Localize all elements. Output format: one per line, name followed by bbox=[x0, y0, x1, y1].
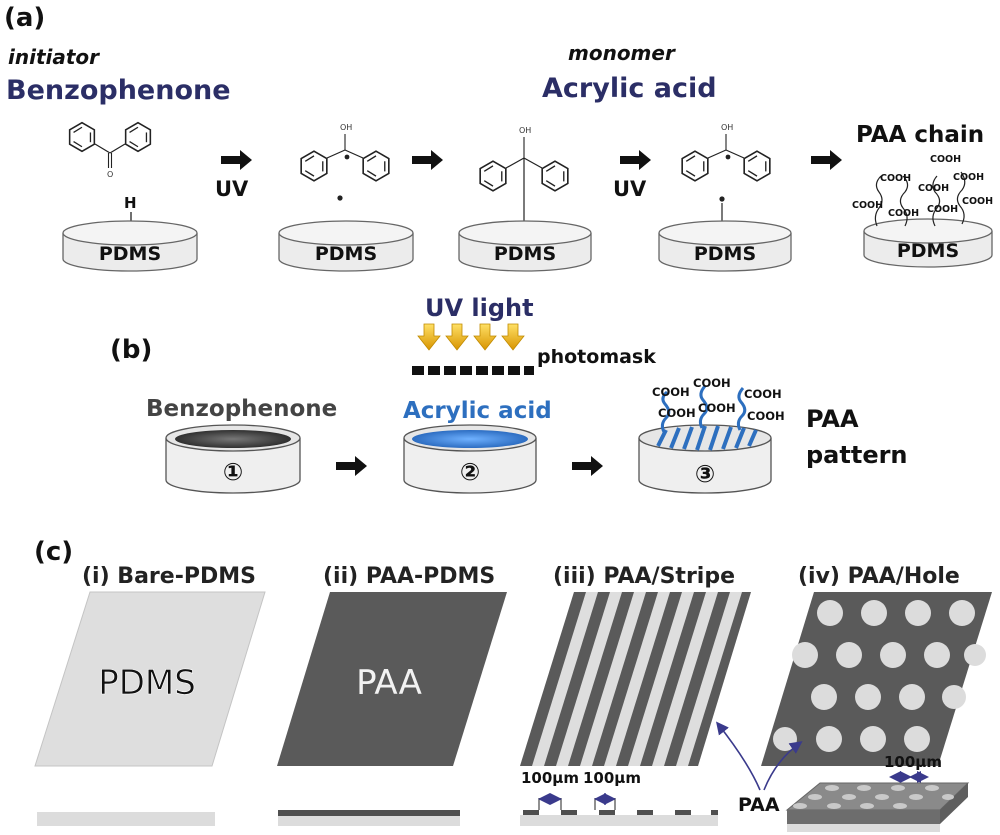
panel-c: (c) (i) Bare-PDMS (ii) PAA-PDMS (iii) PA… bbox=[34, 537, 992, 832]
reaction-arrows bbox=[221, 150, 842, 170]
pdms-label-3: PDMS bbox=[494, 243, 556, 265]
dish-2: ② bbox=[403, 424, 537, 494]
paa-chain-brushes bbox=[874, 171, 966, 227]
cooh-a-6: COOH bbox=[888, 208, 919, 219]
bare-pdms-crosssection bbox=[37, 812, 215, 826]
step-1-number: ① bbox=[223, 458, 243, 486]
arrow-b1-icon bbox=[336, 456, 367, 476]
photomask bbox=[412, 366, 534, 375]
cooh-b-6: COOH bbox=[747, 409, 785, 423]
paa-pattern-label-1: PAA bbox=[806, 405, 859, 433]
paa-hole-surface: 100μm bbox=[761, 592, 992, 832]
pdms-disc-3: PDMS bbox=[458, 220, 592, 272]
cooh-a-8: COOH bbox=[962, 196, 993, 207]
panel-c-label: (c) bbox=[34, 537, 73, 567]
uv-arrow-1-icon bbox=[417, 323, 441, 351]
grafted-molecule: OH bbox=[479, 126, 569, 236]
panel-a: (a) initiator Benzophenone monomer Acryl… bbox=[4, 3, 993, 272]
oh-label-1: OH bbox=[340, 123, 352, 132]
cooh-b-2: COOH bbox=[693, 376, 731, 390]
paa-callout-arrows bbox=[716, 721, 803, 791]
cooh-a-2: COOH bbox=[880, 173, 911, 184]
uv-arrow-2-icon bbox=[445, 323, 469, 351]
hole-crosssection-3d bbox=[785, 782, 970, 832]
dish-3: ③ bbox=[638, 385, 772, 494]
ketyl-radical-molecule: OH bbox=[300, 123, 390, 182]
pattern-brushes bbox=[660, 385, 747, 433]
cooh-b-3: COOH bbox=[744, 387, 782, 401]
cooh-a-1: COOH bbox=[930, 154, 961, 165]
uv-label-1: UV bbox=[215, 177, 249, 201]
initiator-label: initiator bbox=[8, 45, 100, 69]
arrow-2-icon bbox=[412, 150, 443, 170]
cooh-b-4: COOH bbox=[658, 406, 696, 420]
stripe-pattern bbox=[656, 425, 758, 451]
arrow-b2-icon bbox=[572, 456, 603, 476]
h-atom: H bbox=[124, 194, 137, 212]
scale-label-stripe-1: 100μm bbox=[521, 769, 579, 787]
pdms-disc-5: PDMS bbox=[863, 218, 993, 268]
regenerated-molecule: OH bbox=[681, 123, 771, 182]
acrylic-acid-label-b: Acrylic acid bbox=[403, 398, 552, 424]
pdms-label-4: PDMS bbox=[694, 243, 756, 265]
panel-b-label: (b) bbox=[110, 335, 152, 365]
title-paa-stripe: (iii) PAA/Stripe bbox=[553, 564, 735, 589]
cooh-b-1: COOH bbox=[652, 385, 690, 399]
arrow-1-icon bbox=[221, 150, 252, 170]
pdms-label-1: PDMS bbox=[99, 243, 161, 265]
scale-label-hole: 100μm bbox=[884, 753, 942, 771]
pdms-label-2: PDMS bbox=[315, 243, 377, 265]
paa-pdms-crosssection bbox=[278, 816, 460, 826]
panel-a-label: (a) bbox=[4, 3, 45, 33]
svg-text:O: O bbox=[107, 170, 113, 179]
uv-arrows bbox=[417, 323, 525, 351]
title-bare-pdms: (i) Bare-PDMS bbox=[82, 564, 256, 589]
pdms-disc-2: PDMS bbox=[278, 220, 414, 272]
hole-array bbox=[773, 600, 986, 752]
title-paa-hole: (iv) PAA/Hole bbox=[798, 564, 960, 589]
paa-stripe-surface: 100μm 100μm bbox=[520, 592, 751, 826]
cooh-a-3: COOH bbox=[918, 183, 949, 194]
uv-label-2: UV bbox=[613, 177, 647, 201]
oh-label-3: OH bbox=[721, 123, 733, 132]
cooh-b-5: COOH bbox=[698, 401, 736, 415]
arrow-3-icon bbox=[620, 150, 651, 170]
paa-pdms-crosssection-top bbox=[278, 810, 460, 816]
paa-pdms-surface: PAA bbox=[277, 592, 507, 826]
dish-1: ① bbox=[165, 424, 301, 494]
arrow-4-icon bbox=[811, 150, 842, 170]
initiator-name: Benzophenone bbox=[6, 75, 231, 106]
benzophenone-label-b: Benzophenone bbox=[146, 396, 337, 422]
monomer-label: monomer bbox=[568, 41, 676, 65]
panel-b: (b) UV light photomask Benzophenone Acry… bbox=[110, 294, 908, 494]
title-paa-pdms: (ii) PAA-PDMS bbox=[323, 564, 495, 589]
pdms-disc-1: PDMS bbox=[62, 220, 198, 272]
pdms-disc-4: PDMS bbox=[658, 220, 792, 272]
pdms-label-5: PDMS bbox=[897, 240, 959, 262]
uv-light-label: UV light bbox=[425, 294, 534, 322]
step-2-number: ② bbox=[460, 458, 480, 486]
bare-pdms-surface: PDMS bbox=[34, 591, 266, 826]
paa-surface-label: PAA bbox=[356, 663, 422, 703]
uv-arrow-4-icon bbox=[501, 323, 525, 351]
cooh-a-7: COOH bbox=[927, 204, 958, 215]
photomask-label: photomask bbox=[537, 346, 656, 368]
cooh-a-4: COOH bbox=[953, 172, 984, 183]
paa-callout-label: PAA bbox=[738, 794, 780, 816]
uv-arrow-3-icon bbox=[473, 323, 497, 351]
pdms-surface-label: PDMS bbox=[98, 663, 196, 703]
benzophenone-molecule: O bbox=[68, 121, 152, 179]
scale-label-stripe-2: 100μm bbox=[583, 769, 641, 787]
paa-chain-label: PAA chain bbox=[856, 122, 984, 148]
stripe-crosssection bbox=[520, 793, 718, 826]
cooh-a-5: COOH bbox=[852, 200, 883, 211]
oh-label-2: OH bbox=[519, 126, 531, 135]
monomer-name: Acrylic acid bbox=[542, 73, 717, 104]
step-3-number: ③ bbox=[695, 460, 715, 488]
paa-pattern-label-2: pattern bbox=[806, 441, 908, 469]
